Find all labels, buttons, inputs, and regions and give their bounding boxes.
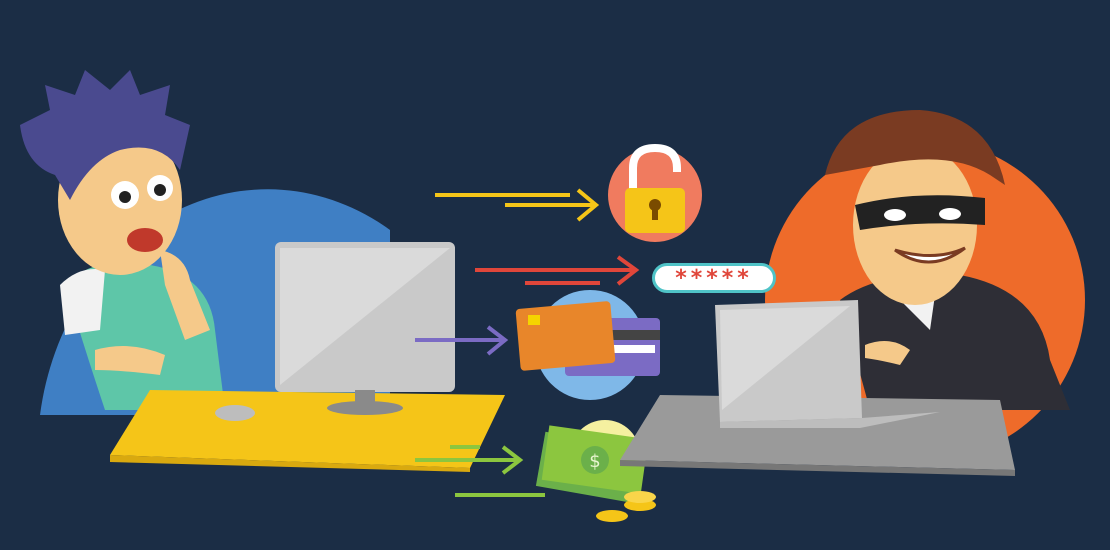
svg-text:$: $ [589,451,600,472]
red-arrow [475,255,640,286]
purple-arrow [415,325,509,356]
money-stack: $ [535,420,656,522]
victim-desk [110,390,505,468]
hacker-desk [620,395,1015,470]
mouse [215,405,255,421]
victim-person [20,70,225,410]
green-arrow [415,445,545,497]
hacker-person [825,110,1070,410]
laptop [715,300,940,428]
yellow-arrow [435,188,600,222]
desktop-monitor [215,242,455,421]
credit-cards [515,290,660,400]
padlock-icon [608,143,702,242]
password-field: ***** [652,263,776,293]
